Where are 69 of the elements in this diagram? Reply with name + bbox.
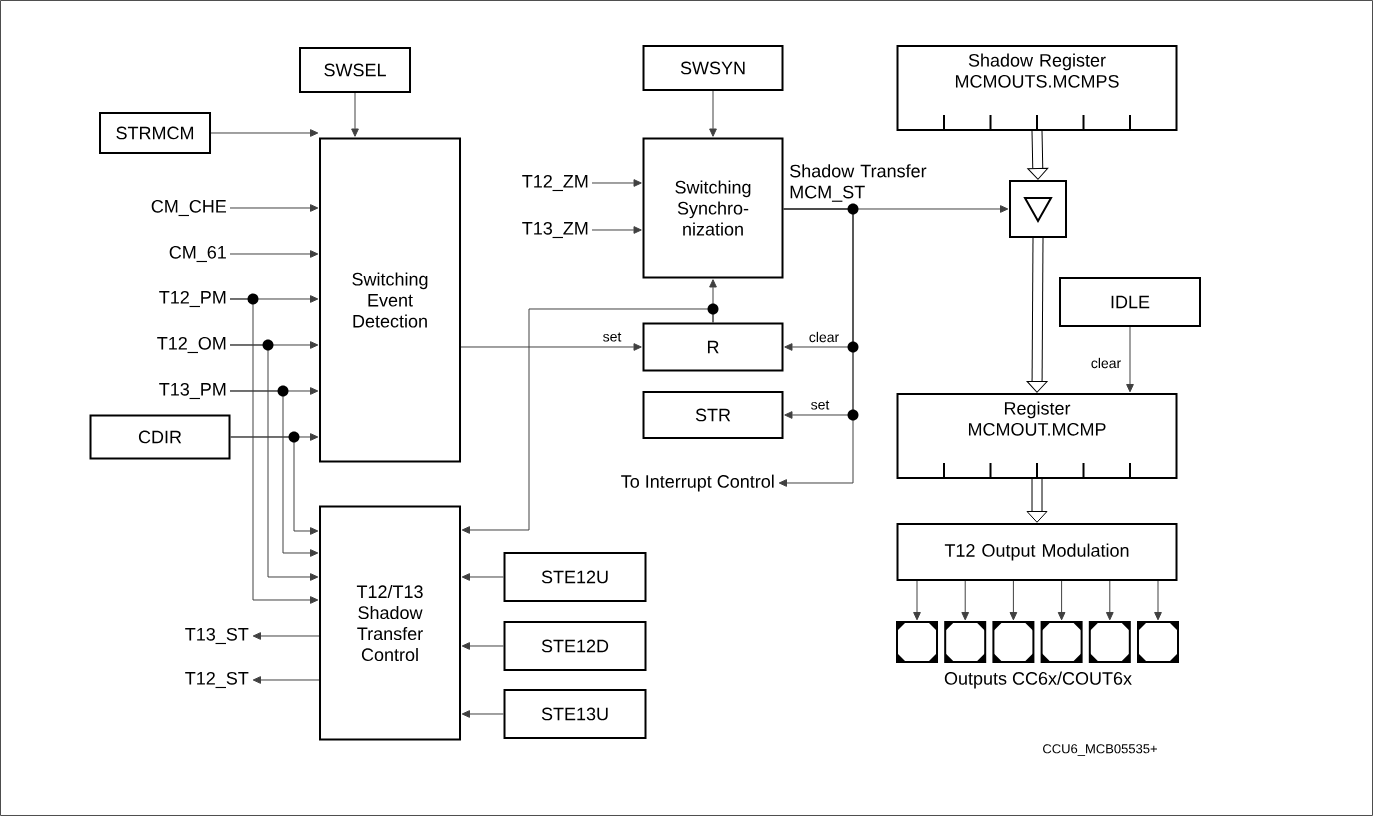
block-box: STE13U bbox=[503, 689, 647, 739]
signal-label: T13_PM bbox=[159, 382, 226, 400]
arrow bbox=[961, 580, 970, 621]
signal-label: T12_ZM bbox=[522, 174, 588, 192]
block-box: CDIR bbox=[89, 414, 231, 460]
edge-label: Shadow Transfer MCM_ST bbox=[788, 163, 941, 203]
signal-label: T12_ST bbox=[185, 671, 249, 689]
block-box: STE12U bbox=[503, 552, 647, 602]
signal-label: CM_CHE bbox=[151, 199, 226, 217]
block-box: SWSEL bbox=[299, 47, 411, 93]
arrow bbox=[1057, 580, 1066, 621]
signal-label: T13_ZM bbox=[522, 221, 588, 239]
output-pad bbox=[944, 621, 987, 663]
arrow bbox=[591, 226, 642, 234]
edge-label: set bbox=[809, 399, 831, 411]
signal-label: T13_ST bbox=[185, 627, 249, 645]
arrow bbox=[1154, 580, 1162, 621]
hollow-arrow bbox=[1026, 479, 1048, 523]
output-pad bbox=[1040, 621, 1083, 663]
arrow bbox=[230, 436, 319, 535]
arrow bbox=[229, 298, 319, 604]
arrow bbox=[229, 204, 319, 212]
block-box: T12/T13 Shadow Transfer Control bbox=[319, 505, 461, 741]
note-text: CCU6_MCB05535+ bbox=[1043, 744, 1157, 756]
output-pad bbox=[992, 621, 1035, 663]
arrow bbox=[210, 129, 319, 137]
output-pad bbox=[1137, 621, 1179, 663]
block-box: IDLE bbox=[1059, 277, 1201, 327]
block-box: R bbox=[642, 322, 784, 372]
arrow bbox=[460, 343, 642, 351]
arrow bbox=[913, 580, 921, 621]
hollow-arrow bbox=[1026, 237, 1048, 393]
block-box: STR bbox=[642, 391, 784, 439]
arrow bbox=[461, 710, 504, 718]
shadow-transfer-box bbox=[1009, 180, 1067, 238]
arrow bbox=[461, 308, 714, 534]
block-box: STRMCM bbox=[99, 112, 211, 154]
arrow bbox=[778, 208, 854, 487]
output-pad bbox=[896, 621, 938, 663]
block-box: T12 Output Modulation bbox=[896, 523, 1178, 581]
block-box: SWSYN bbox=[642, 45, 784, 91]
arrow bbox=[229, 250, 319, 258]
arrow bbox=[709, 90, 717, 137]
edge-label: clear bbox=[1089, 356, 1123, 370]
arrow bbox=[591, 179, 642, 187]
output-pad bbox=[1088, 621, 1131, 663]
register-box: Shadow Register MCMOUTS.MCMPS bbox=[896, 45, 1178, 131]
edge-label: set bbox=[601, 331, 623, 343]
block-box: Switching Synchro-nization bbox=[642, 137, 784, 279]
arrow bbox=[252, 632, 320, 640]
arrow bbox=[1105, 580, 1114, 621]
arrow bbox=[351, 92, 359, 137]
note-text: Outputs CC6x/COUT6x bbox=[944, 671, 1132, 689]
edge-label: clear bbox=[807, 330, 841, 344]
arrow bbox=[461, 573, 504, 581]
arrow bbox=[252, 676, 320, 684]
signal-label: T12_OM bbox=[157, 336, 226, 354]
signal-label: CM_61 bbox=[169, 245, 226, 263]
arrow bbox=[229, 390, 319, 557]
signal-label: T12_PM bbox=[159, 290, 226, 308]
signal-label: To Interrupt Control bbox=[621, 474, 774, 492]
block-box: Switching Event Detection bbox=[319, 137, 461, 463]
block-box: STE12D bbox=[503, 621, 647, 671]
hollow-arrow bbox=[1027, 130, 1049, 180]
arrow bbox=[229, 344, 319, 581]
arrow bbox=[1126, 326, 1134, 393]
arrow bbox=[461, 642, 504, 650]
arrow bbox=[1009, 580, 1018, 621]
register-box: Register MCMOUT.MCMP bbox=[896, 393, 1178, 479]
